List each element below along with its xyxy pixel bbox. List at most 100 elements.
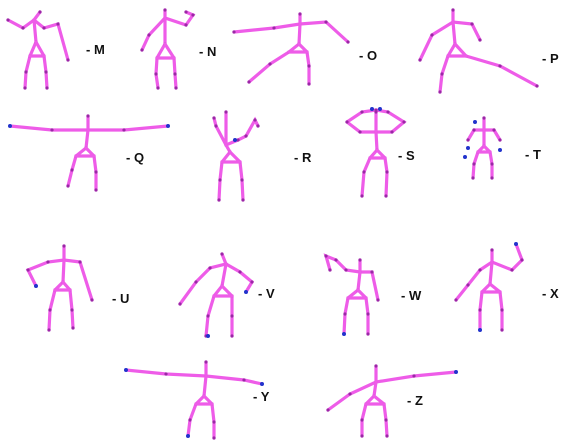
skeleton-u-joint	[70, 308, 74, 312]
skeleton-s	[345, 107, 407, 198]
skeleton-u-limb	[25, 258, 94, 302]
skeleton-n-joint	[154, 72, 158, 76]
skeleton-q-limb	[66, 114, 90, 188]
skeleton-x-joint	[500, 328, 504, 332]
skeleton-w-tip-marker	[342, 332, 346, 336]
skeleton-v-tip-marker	[244, 290, 248, 294]
skeleton-q-joint	[122, 128, 126, 132]
skeleton-w-joint	[328, 268, 332, 272]
label-m: - M	[86, 42, 105, 57]
skeleton-m-joint	[42, 26, 46, 30]
skeleton-n-joint	[163, 8, 167, 12]
skeleton-t-limb	[482, 144, 494, 180]
skeleton-s-joint	[358, 130, 362, 134]
skeleton-t-tip-marker	[466, 146, 470, 150]
skeleton-t-joint	[490, 162, 494, 166]
skeleton-x-limb	[488, 282, 504, 332]
skeleton-u-limb	[47, 244, 66, 332]
skeleton-r-joint	[244, 134, 248, 138]
skeleton-u-joint	[71, 326, 75, 330]
label-s: - S	[398, 148, 415, 163]
skeleton-p-joint	[438, 90, 442, 94]
skeleton-p-joint	[470, 22, 474, 26]
skeleton-x-tip-marker	[514, 242, 518, 246]
skeleton-r-joint	[224, 110, 228, 114]
skeleton-w-joint	[343, 312, 347, 316]
skeleton-v-joint	[238, 270, 242, 274]
skeleton-w-limb	[356, 288, 370, 336]
skeleton-t-joint	[492, 128, 496, 132]
skeleton-t-joint	[471, 176, 475, 180]
skeleton-y-joint	[188, 418, 192, 422]
skeleton-w-joint	[344, 268, 348, 272]
skeleton-r-joint	[212, 116, 216, 120]
skeleton-r	[212, 110, 260, 202]
skeleton-y-joint	[212, 420, 216, 424]
skeleton-q-tip-marker	[166, 124, 170, 128]
skeleton-q-joint	[70, 168, 74, 172]
skeleton-u-joint	[78, 260, 82, 264]
skeleton-s-joint	[362, 170, 366, 174]
skeleton-p-joint	[418, 58, 422, 62]
skeleton-w-joint	[366, 332, 370, 336]
skeleton-n-joint	[140, 48, 144, 52]
skeleton-n-joint	[184, 23, 188, 27]
skeleton-z-limb	[326, 370, 458, 412]
skeleton-t	[463, 116, 502, 180]
skeleton-w	[323, 253, 380, 336]
skeleton-p-limb	[438, 8, 457, 94]
skeleton-p-joint	[535, 84, 539, 88]
skeleton-s-tip-marker	[370, 107, 374, 111]
skeleton-o-joint	[307, 64, 311, 68]
skeleton-z-joint	[412, 374, 416, 378]
skeleton-y-limb	[186, 360, 208, 438]
skeleton-y-joint	[204, 360, 208, 364]
skeleton-s-joint	[345, 120, 349, 124]
skeleton-x-joint	[454, 298, 458, 302]
skeleton-m	[6, 10, 70, 90]
skeleton-v-joint	[208, 266, 212, 270]
skeleton-y-joint	[164, 372, 168, 376]
skeleton-z-joint	[348, 392, 352, 396]
skeleton-n-limb	[163, 42, 178, 90]
skeleton-t-tip-marker	[473, 120, 477, 124]
skeleton-x	[454, 242, 524, 332]
skeleton-z-joint	[360, 434, 364, 438]
skeleton-w-joint	[358, 258, 362, 262]
label-z: - Z	[407, 393, 423, 408]
skeleton-x-tip-marker	[478, 328, 482, 332]
skeleton-n-joint	[184, 10, 188, 14]
skeleton-p	[418, 8, 539, 94]
skeleton-x-joint	[478, 268, 482, 272]
skeleton-v	[178, 252, 255, 338]
skeleton-y-tip-marker	[186, 434, 190, 438]
skeleton-m-joint	[66, 58, 70, 62]
skeleton-o-joint	[272, 26, 276, 30]
skeleton-u-joint	[48, 308, 52, 312]
skeleton-y-limb	[202, 394, 216, 440]
skeleton-m-limb	[6, 17, 70, 62]
skeleton-figures	[6, 8, 539, 440]
skeleton-z-tip-marker	[454, 370, 458, 374]
skeleton-o-joint	[298, 12, 302, 16]
skeleton-n	[140, 8, 196, 90]
skeleton-r-joint	[214, 124, 218, 128]
label-q: - Q	[126, 150, 144, 165]
skeleton-v-limb	[204, 252, 228, 338]
skeleton-z-limb	[360, 364, 378, 438]
label-y: - Y	[253, 389, 270, 404]
skeleton-t-tip-marker	[463, 155, 467, 159]
skeleton-s-joint	[360, 194, 364, 198]
skeleton-x-joint	[490, 248, 494, 252]
label-o: - O	[359, 48, 377, 63]
skeleton-s-joint	[386, 110, 390, 114]
skeleton-y-tip-marker	[124, 368, 128, 372]
skeleton-q-joint	[94, 188, 98, 192]
skeleton-t-joint	[472, 162, 476, 166]
skeleton-v-joint	[220, 252, 224, 256]
skeleton-m-joint	[44, 70, 48, 74]
skeleton-s-joint	[384, 194, 388, 198]
skeleton-o-limb	[247, 12, 302, 84]
skeleton-o-joint	[232, 30, 236, 34]
skeleton-v-limb	[178, 262, 255, 306]
